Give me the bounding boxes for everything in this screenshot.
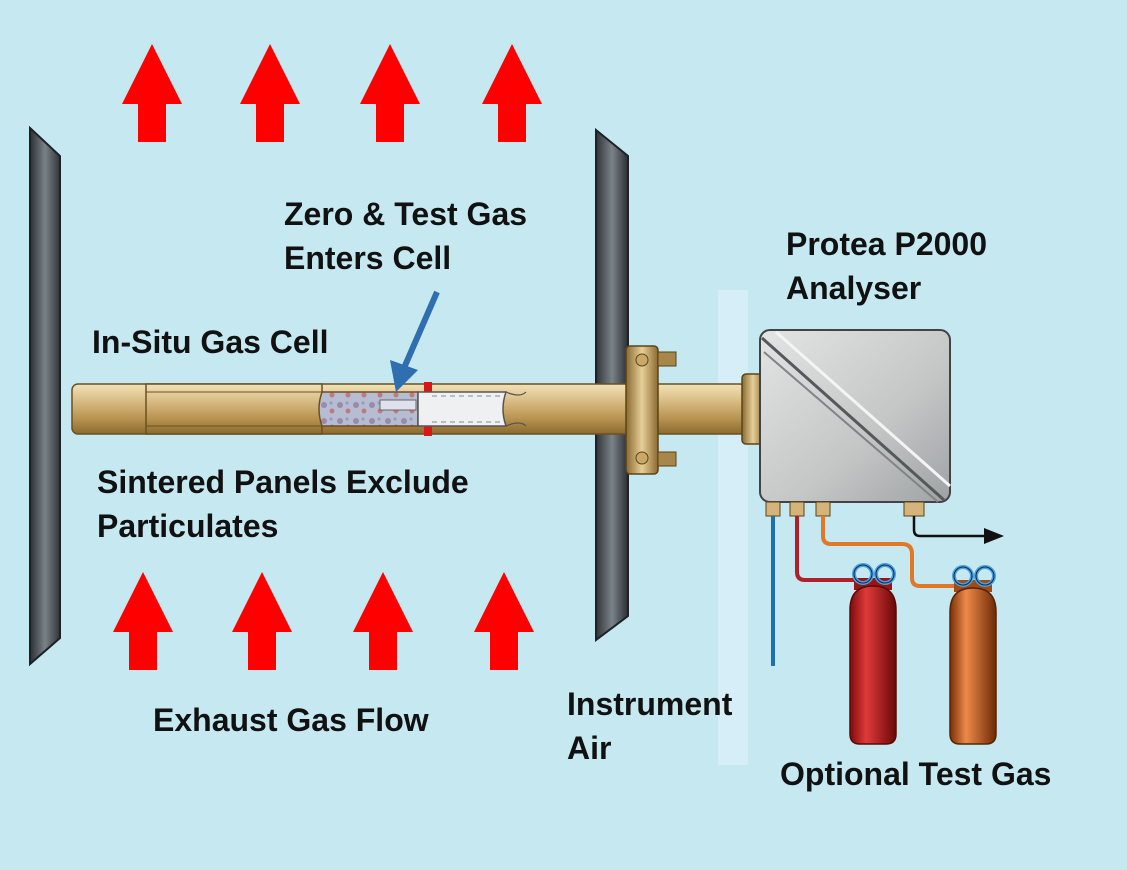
pointer-arrow-shaft xyxy=(401,290,440,370)
up-arrow-icon xyxy=(113,572,173,670)
pointer-arrow-icon xyxy=(390,360,418,392)
label-analyser-line1: Protea P2000 xyxy=(786,226,988,262)
mounting-flange xyxy=(625,345,677,475)
label-sintered-line1: Sintered Panels Exclude xyxy=(97,464,469,500)
label-instrument-air-line2: Air xyxy=(567,730,612,766)
up-arrow-icon xyxy=(353,572,413,670)
gas-cell-window xyxy=(417,391,508,427)
up-arrow-icon xyxy=(360,44,420,142)
label-exhaust-flow: Exhaust Gas Flow xyxy=(153,702,429,738)
label-instrument-air: Instrument Air xyxy=(567,682,732,770)
label-zero-test-gas: Zero & Test Gas Enters Cell xyxy=(284,192,527,280)
label-instrument-air-line1: Instrument xyxy=(567,686,733,722)
exhaust-outlet-line xyxy=(912,516,990,538)
zero-gas-line xyxy=(795,516,860,582)
gas-cylinder-icon xyxy=(849,563,897,745)
label-sintered-line2: Particulates xyxy=(97,508,279,544)
label-zero-test-gas-line2: Enters Cell xyxy=(284,240,452,276)
cell-marker-red xyxy=(424,426,432,436)
label-zero-test-gas-line1: Zero & Test Gas xyxy=(284,196,528,232)
label-gas-cell: In-Situ Gas Cell xyxy=(92,324,329,360)
stack-wall-left xyxy=(29,125,61,667)
air-pipe-band xyxy=(718,290,748,765)
label-analyser-line2: Analyser xyxy=(786,270,922,306)
label-optional-test-gas: Optional Test Gas xyxy=(780,756,1052,792)
right-arrow-icon xyxy=(984,528,1004,544)
cell-marker-red xyxy=(424,382,432,392)
up-arrow-icon xyxy=(240,44,300,142)
flow-arrows-top xyxy=(122,44,542,142)
test-gas-line xyxy=(821,516,960,588)
up-arrow-icon xyxy=(474,572,534,670)
gas-cylinder-icon xyxy=(949,565,997,745)
up-arrow-icon xyxy=(482,44,542,142)
label-sintered-panels: Sintered Panels Exclude Particulates xyxy=(97,460,469,548)
protea-p2000-analyser xyxy=(759,329,951,517)
up-arrow-icon xyxy=(122,44,182,142)
flow-arrows-bottom xyxy=(113,572,534,670)
up-arrow-icon xyxy=(232,572,292,670)
label-analyser: Protea P2000 Analyser xyxy=(786,222,987,310)
in-situ-gas-cell-probe xyxy=(71,382,747,436)
